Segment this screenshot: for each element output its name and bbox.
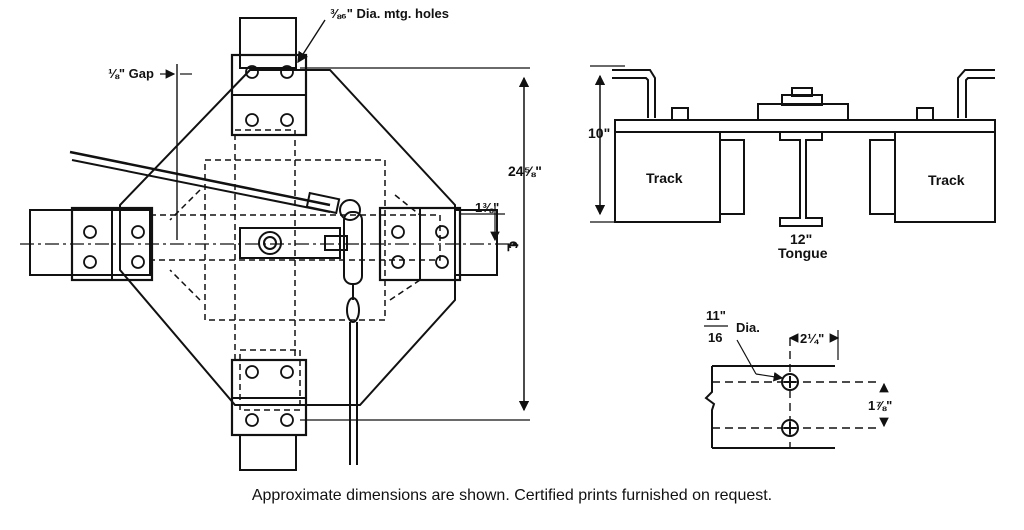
right-bracket bbox=[957, 69, 995, 118]
tongue-label: Tongue bbox=[778, 245, 828, 261]
hub-plate bbox=[757, 103, 849, 121]
track-left-label: Track bbox=[646, 170, 683, 186]
spacing-vertical-label: 1⅞" bbox=[868, 398, 892, 413]
mounting-holes-label: ⅜₆" Dia. mtg. holes bbox=[330, 6, 449, 21]
right-rail bbox=[454, 209, 498, 276]
caption: Approximate dimensions are shown. Certif… bbox=[251, 487, 773, 504]
bottom-rail bbox=[239, 434, 297, 471]
centerline-label: ℄ bbox=[505, 241, 521, 252]
pivot-plate bbox=[239, 227, 341, 259]
top-plate bbox=[614, 119, 996, 133]
spacing-horizontal-label: 2¼" bbox=[800, 331, 824, 346]
detail-hole-top bbox=[781, 373, 799, 391]
elevation-height-dimension bbox=[590, 65, 625, 223]
handle-lever bbox=[69, 150, 331, 207]
dia-suffix: Dia. bbox=[736, 320, 760, 335]
overall-height-dimension bbox=[300, 67, 530, 421]
top-rail bbox=[239, 17, 297, 69]
hidden-lines bbox=[149, 129, 441, 411]
tongue-beam bbox=[779, 132, 823, 227]
pivot-bolt bbox=[258, 231, 282, 255]
elevation-view bbox=[612, 69, 996, 227]
dia-denominator: 16 bbox=[708, 330, 722, 345]
left-bracket bbox=[612, 69, 656, 118]
left-rail bbox=[29, 209, 151, 276]
dia-numerator: 11" bbox=[706, 308, 726, 323]
hole-detail bbox=[704, 338, 880, 449]
offset-label: 1⅜" bbox=[475, 200, 499, 215]
track-right-label: Track bbox=[928, 172, 965, 188]
gap-label: ⅛" Gap bbox=[108, 66, 154, 81]
tongue-size-label: 12" bbox=[790, 231, 812, 247]
detail-hole-bottom bbox=[781, 419, 799, 437]
overall-height-label: 24⅝" bbox=[508, 163, 542, 179]
bolt-holes bbox=[83, 65, 449, 427]
elevation-height-label: 10" bbox=[588, 125, 610, 141]
diamond-frame bbox=[119, 69, 456, 406]
